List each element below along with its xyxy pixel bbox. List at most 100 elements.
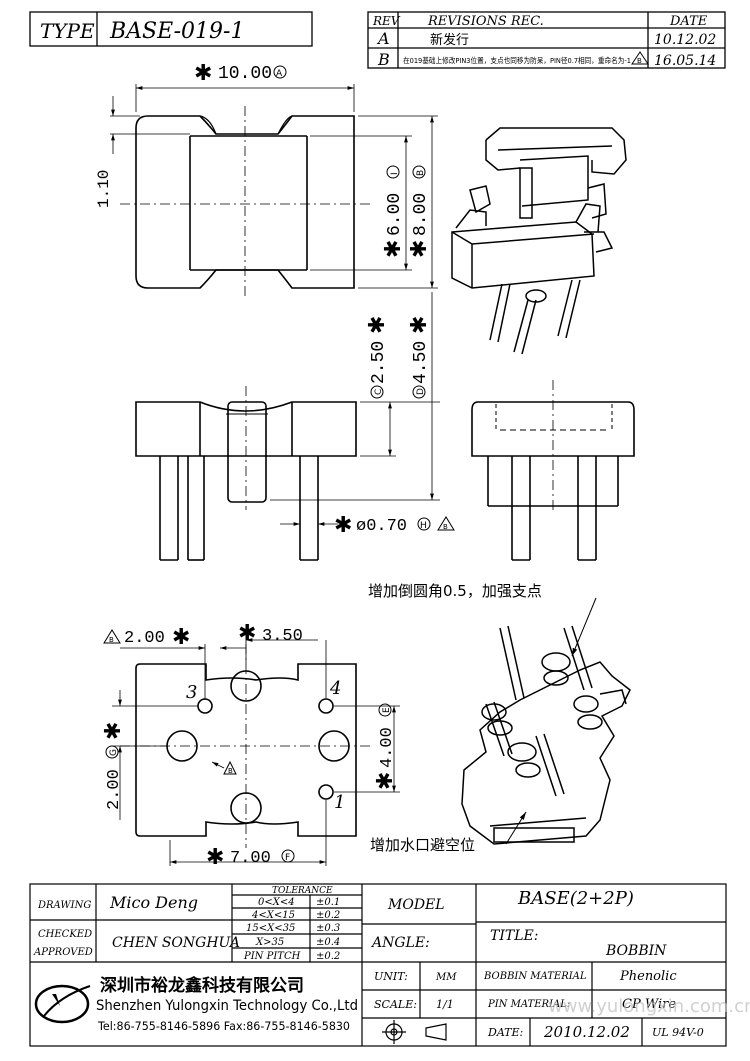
pin-material-value: CP Wire	[622, 997, 676, 1012]
top-view	[120, 106, 370, 300]
tol-range-3: X>35	[255, 937, 284, 948]
company-tel-fax: Tel:86-755-8146-5896 Fax:86-755-8146-583…	[97, 1019, 350, 1033]
dim-3-50: 3.50	[262, 627, 303, 646]
angle-label: ANGLE:	[370, 935, 430, 951]
isometric-view-bottom	[461, 625, 631, 845]
mark-d-letter: D	[416, 388, 426, 395]
dim-8-group: ✱ 8.00 B	[407, 165, 432, 258]
pin-3-label: 3	[186, 682, 197, 703]
top-view-dims	[110, 84, 438, 289]
dim-pin-dia: ø0.70	[356, 517, 407, 536]
projection-symbol-icon	[382, 1020, 447, 1044]
tolerance-table: 0<X<4 ±0.1 4<X<15 ±0.2 15<X<35 ±0.3 X>35…	[243, 897, 340, 962]
triangle-b-letter: B	[637, 57, 642, 65]
revision-b-triangle-icon: B	[631, 51, 649, 65]
dim-star-6: ✱	[381, 240, 406, 258]
tol-range-4: PIN PITCH	[243, 951, 301, 962]
dim-2-50-group: C 2.50 ✱	[365, 316, 390, 399]
checked-label: CHECKED	[38, 929, 92, 940]
front-view	[135, 386, 357, 561]
dim-6-group: ✱ 6.00 I	[381, 165, 406, 258]
dim-star-3-50: ✱	[238, 621, 256, 646]
mark-b4-triangle-icon: B	[223, 760, 237, 775]
rev-a-text: 新发行	[430, 32, 469, 48]
dim-2-00-left: 2.00	[105, 769, 124, 810]
dim-star-7-00: ✱	[206, 845, 224, 870]
dim-2-50: 2.50	[369, 341, 389, 384]
company-en: Shenzhen Yulongxin Technology Co.,Ltd	[96, 998, 358, 1014]
date-label: DATE:	[487, 1026, 523, 1039]
date-value: 2010.12.02	[543, 1023, 630, 1041]
mark-a-letter: A	[276, 69, 283, 79]
mark-f-icon: F	[281, 849, 295, 863]
bottom-view	[120, 644, 372, 848]
bobbin-material-label: BOBBIN MATERIAL	[483, 971, 587, 982]
scale-label: SCALE:	[374, 998, 417, 1011]
unit-label: UNIT:	[374, 970, 408, 983]
mark-e-letter: E	[382, 707, 392, 713]
drawing-label: DRAWING	[37, 900, 91, 911]
dim-7-00: 7.00	[230, 849, 271, 868]
note-gate: 增加水口避空位	[370, 836, 475, 854]
dim-4-50: 4.50	[411, 341, 431, 384]
watermark: www.yulongxin.com.cn	[548, 996, 750, 1017]
title-label: TITLE:	[490, 928, 538, 944]
tol-range-2: 15<X<35	[246, 923, 295, 934]
unit-value: MM	[435, 972, 457, 983]
checked-value: CHEN SONGHUA	[112, 935, 240, 951]
dim-star-8: ✱	[407, 240, 432, 258]
dim-star-4-00: ✱	[373, 772, 398, 790]
dim-2-00-left-group: 2.00 G ✱	[101, 722, 126, 810]
rev-b-text: 在019基础上修改PIN3位置，支点也同移为防呆，PIN径0.7相同，重命名为-…	[403, 56, 631, 65]
scale-value: 1/1	[436, 998, 454, 1011]
tol-value-2: ±0.3	[316, 923, 340, 934]
title-value: BOBBIN	[605, 943, 667, 959]
isometric-view-top	[451, 127, 627, 355]
dim-8: 8.00	[411, 193, 431, 236]
dim-star-4-50: ✱	[407, 316, 432, 334]
drawing-value: Mico Deng	[109, 893, 198, 912]
dim-2-00-top: 2.00	[124, 629, 165, 648]
pin-1-label: 1	[334, 792, 345, 813]
mark-f-letter: F	[285, 853, 290, 863]
rev-b-date: 16.05.14	[654, 53, 716, 69]
tol-range-0: 0<X<4	[258, 897, 295, 908]
dim-4-50-group: D 4.50 ✱	[407, 316, 432, 399]
mark-c-letter: C	[374, 389, 384, 395]
tol-value-3: ±0.4	[316, 937, 340, 948]
dim-star-10: ✱	[194, 61, 212, 86]
rev-label: REV	[372, 14, 401, 28]
dim-star-2-00-top: ✱	[172, 625, 190, 650]
mark-i-letter: I	[390, 172, 400, 175]
note-leaders	[505, 597, 597, 845]
ul-value: UL 94V-0	[652, 1026, 704, 1039]
title-block-grid	[29, 883, 727, 1047]
dim-10: 10.00	[218, 64, 272, 84]
model-label: MODEL	[387, 897, 445, 913]
tol-value-4: ±0.2	[316, 951, 340, 962]
mark-a-icon: A	[273, 65, 287, 79]
rev-a: A	[376, 29, 390, 48]
pin-material-label: PIN MATERIAL:	[487, 999, 570, 1010]
mark-h-icon: H	[417, 517, 431, 531]
mark-g-letter: G	[109, 749, 119, 756]
mark-b3-triangle-icon: B	[103, 629, 121, 644]
mark-b4-letter: B	[228, 767, 233, 775]
dim-1-10: 1.10	[95, 170, 113, 208]
type-value: BASE-019-1	[109, 19, 244, 44]
mark-b2-letter: B	[443, 523, 448, 531]
dim-4-00: 4.00	[378, 727, 397, 768]
tolerance-title: TOLERANCE	[272, 886, 333, 896]
tol-value-0: ±0.1	[316, 897, 340, 908]
dim-star-2-00-left: ✱	[101, 722, 126, 740]
dim-6: 6.00	[385, 193, 405, 236]
rev-b: B	[377, 50, 390, 69]
tol-range-1: 4<X<15	[251, 910, 295, 921]
front-view-dims	[270, 292, 440, 526]
revisions-label: REVISIONS REC.	[427, 14, 544, 29]
bobbin-material-value: Phenolic	[619, 969, 677, 984]
tol-value-1: ±0.2	[316, 910, 340, 921]
mark-b-letter: B	[416, 170, 426, 176]
